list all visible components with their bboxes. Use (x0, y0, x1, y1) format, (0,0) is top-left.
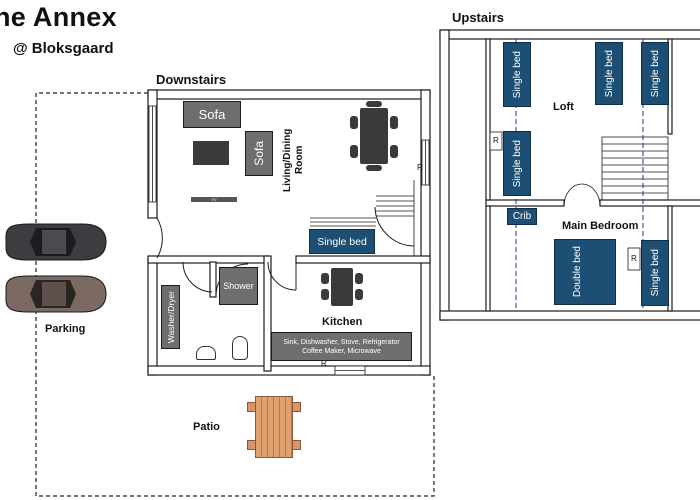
property-boundary (35, 92, 435, 497)
shower: Shower (219, 267, 258, 305)
parking-label: Parking (45, 323, 86, 335)
chair (390, 116, 398, 129)
car-icon (5, 275, 107, 313)
crib-label: Crib (512, 211, 532, 222)
sink (196, 346, 216, 360)
chair (366, 101, 382, 107)
bed-label: Double bed (572, 246, 583, 298)
bed-label: Single bed (603, 49, 615, 98)
chair (350, 116, 358, 129)
sofa: Sofa (183, 101, 241, 128)
chair (355, 273, 363, 284)
chair (350, 145, 358, 158)
chair (321, 273, 329, 284)
stairs-downstairs (310, 180, 415, 256)
downstairs-walls (147, 89, 431, 376)
sofa-label: Sofa (198, 107, 226, 122)
patio-table (247, 396, 301, 458)
single-bed-loft: Single bed (595, 42, 623, 105)
shower-label: Shower (223, 281, 254, 291)
radiator-mark: R (631, 254, 637, 263)
bed-label: Single bed (649, 249, 661, 297)
room-label-kitchen: Kitchen (322, 316, 363, 328)
stairs-upstairs (563, 136, 669, 207)
bed-label: Single bed (511, 50, 523, 99)
patio-label: Patio (193, 421, 220, 433)
room-label-loft: Loft (553, 101, 574, 113)
downstairs-heading: Downstairs (156, 72, 227, 87)
single-bed-main-bedroom: Single bed (641, 240, 669, 306)
radiator-mark: R (321, 359, 327, 368)
kitchen-counter-line: Sink, Dishwasher, Stove, Refrigerator (283, 338, 400, 346)
single-bed-loft: Single bed (641, 42, 669, 105)
table-top (255, 396, 293, 458)
car-icon (5, 223, 107, 261)
upstairs-heading: Upstairs (452, 10, 505, 25)
bed-label: Single bed (649, 49, 661, 98)
tv-label: TV (211, 197, 217, 202)
dining-table (360, 108, 388, 164)
sofa: Sofa (245, 131, 273, 176)
kitchen-table (331, 268, 353, 306)
washer-dryer-label: Washer/Dryer (165, 290, 176, 344)
washer-dryer: Washer/Dryer (161, 285, 180, 349)
bed-label: Single bed (317, 235, 367, 248)
room-label-main-bedroom: Main Bedroom (562, 220, 639, 232)
upstairs-walls (439, 29, 700, 321)
chair (390, 145, 398, 158)
double-bed: Double bed (554, 239, 616, 305)
page-subtitle: @ Bloksgaard (13, 40, 114, 57)
downstairs-windows (148, 105, 430, 376)
toilet (232, 336, 248, 360)
single-bed-loft: Single bed (503, 131, 531, 196)
chair (321, 289, 329, 300)
door-swings-downstairs (156, 206, 415, 298)
kitchen-counter: Sink, Dishwasher, Stove, Refrigerator Co… (271, 332, 412, 361)
crib: Crib (507, 208, 537, 225)
single-bed-loft: Single bed (503, 42, 531, 107)
sofa-label: Sofa (252, 141, 266, 166)
chair (355, 289, 363, 300)
room-label-living: Living/Dining Room (282, 128, 305, 192)
upstairs-radiators (489, 131, 641, 271)
tv-unit: TV (191, 197, 237, 202)
kitchen-counter-line: Coffee Maker, Microwave (302, 347, 381, 355)
radiator-mark: R (493, 136, 499, 145)
radiator-mark: R (417, 163, 423, 172)
parked-cars (5, 223, 107, 313)
bed-label: Single bed (511, 139, 523, 188)
page-title: ne Annex (0, 2, 117, 32)
coffee-table (193, 141, 229, 165)
chair (366, 165, 382, 171)
single-bed-downstairs: Single bed (309, 229, 375, 254)
